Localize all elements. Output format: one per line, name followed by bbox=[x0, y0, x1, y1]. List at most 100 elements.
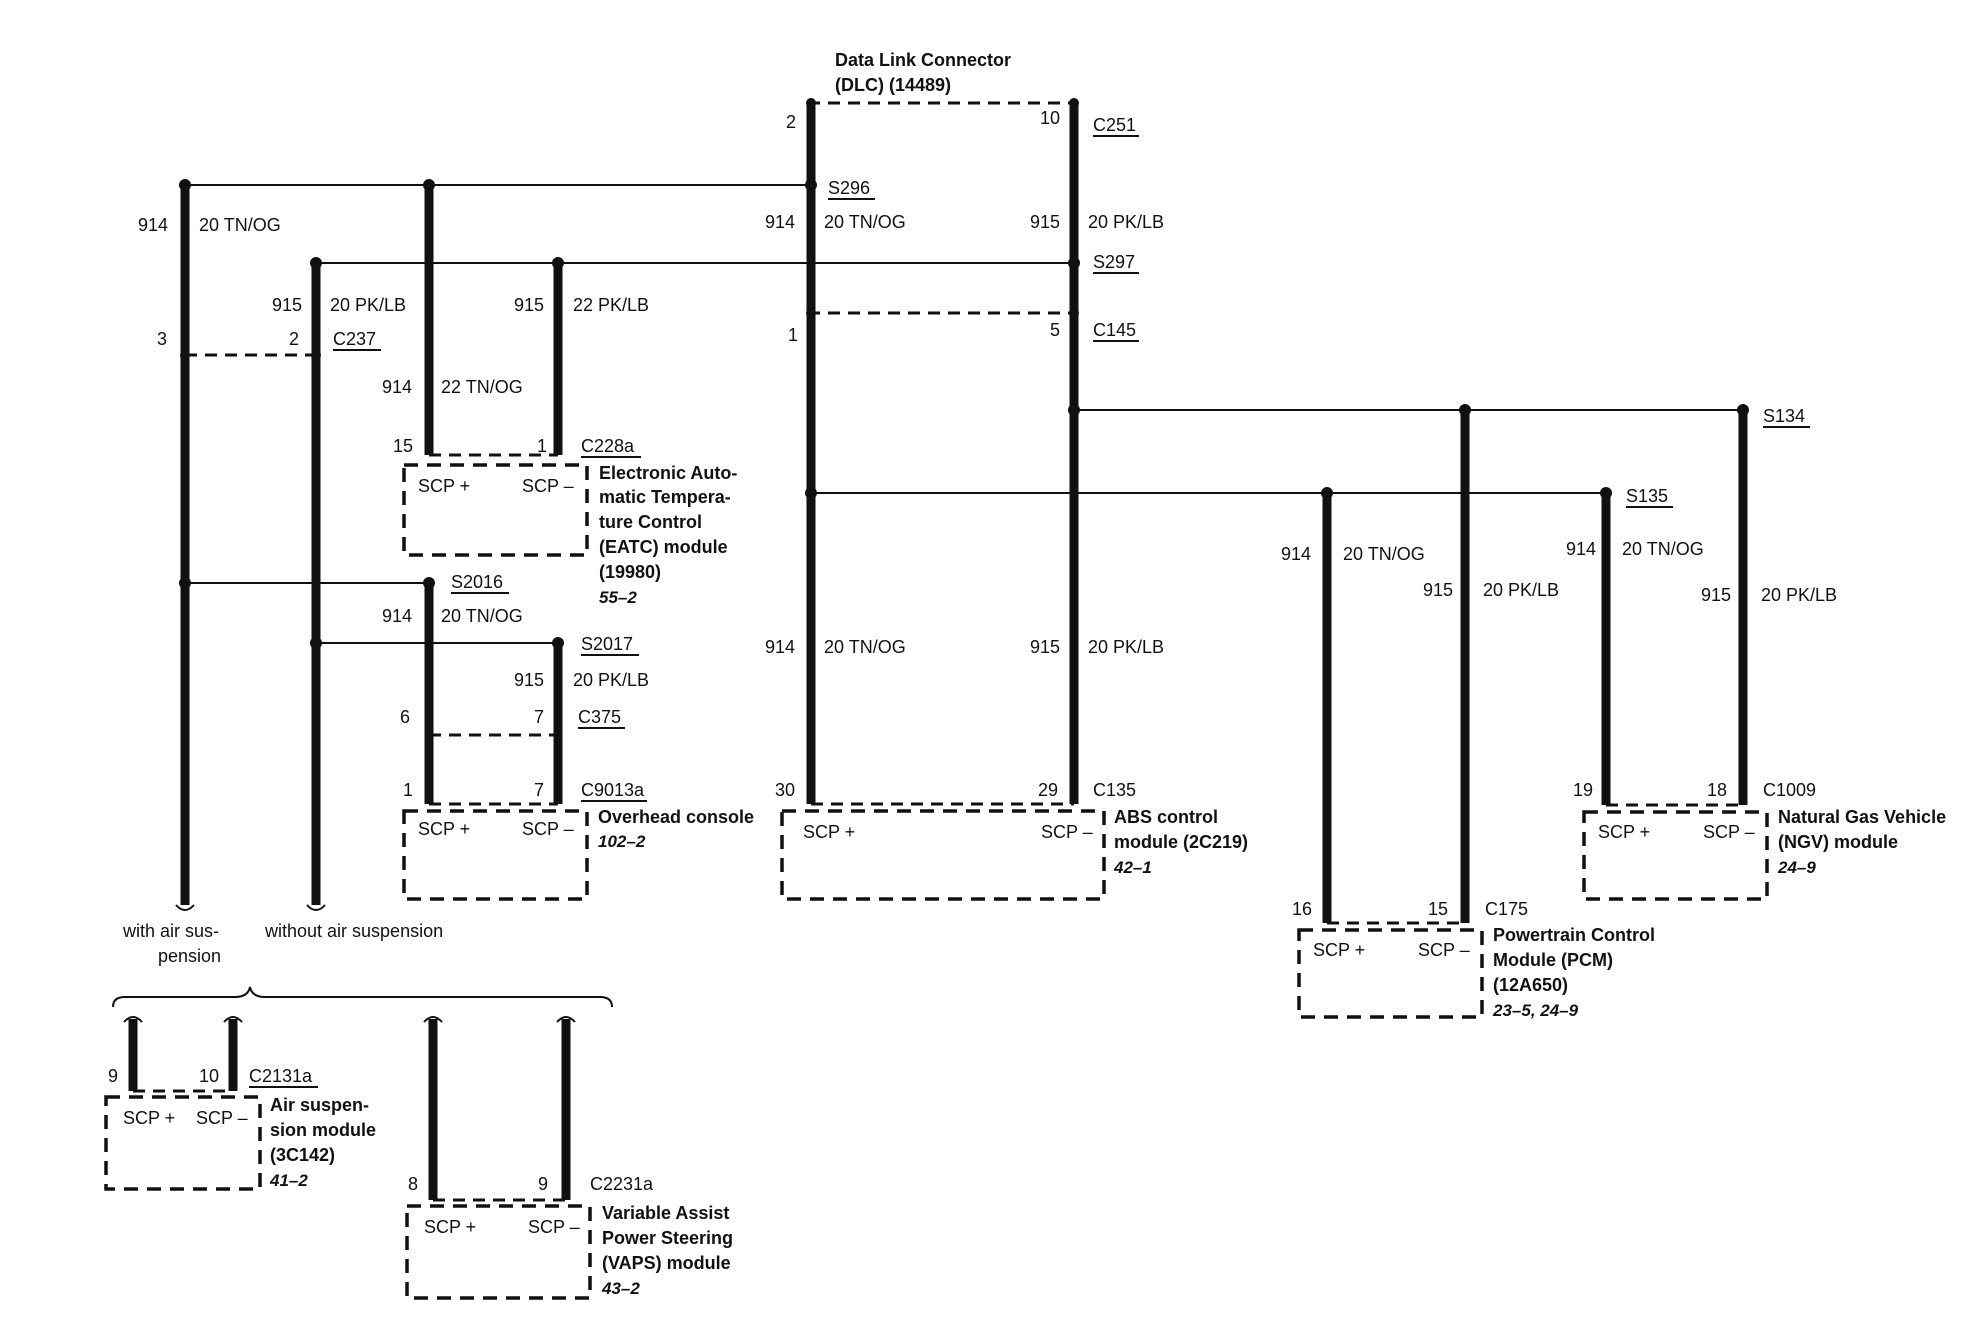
abs-ref: 42–1 bbox=[1113, 858, 1152, 877]
wire-914-label: 914 bbox=[765, 212, 795, 232]
wire-915-label: 915 bbox=[514, 670, 544, 690]
option-brace bbox=[112, 986, 613, 1008]
break-mark-air-914 bbox=[123, 1016, 143, 1023]
wire-914-label: 914 bbox=[382, 606, 412, 626]
dlc-title-line1: Data Link Connector bbox=[835, 50, 1011, 70]
scp-plus: SCP + bbox=[418, 819, 470, 839]
pcm-module-box bbox=[1297, 928, 1484, 1019]
scp-minus: SCP – bbox=[528, 1217, 580, 1237]
connector-pin-dot bbox=[806, 308, 816, 318]
abs-line-1: ABS control bbox=[1114, 807, 1218, 827]
connector-c237: C237 bbox=[333, 329, 376, 349]
pin-1: 1 bbox=[788, 325, 798, 345]
wire-color-pklb: 20 PK/LB bbox=[573, 670, 649, 690]
wire-color-tnog: 20 TN/OG bbox=[1622, 539, 1704, 559]
pin-15: 15 bbox=[393, 436, 413, 456]
pin-30: 30 bbox=[775, 780, 795, 800]
splice-dot bbox=[1459, 404, 1471, 416]
pin-10: 10 bbox=[199, 1066, 219, 1086]
wire-915-label: 915 bbox=[272, 295, 302, 315]
scp-plus: SCP + bbox=[1313, 940, 1365, 960]
wire-color-pklb-22: 22 PK/LB bbox=[573, 295, 649, 315]
connector-c228a: C228a bbox=[581, 436, 635, 456]
scp-minus: SCP – bbox=[1418, 940, 1470, 960]
splice-dot bbox=[552, 257, 564, 269]
connector-c2231a: C2231a bbox=[590, 1174, 654, 1194]
pin-7: 7 bbox=[534, 707, 544, 727]
wire-color-pklb: 20 PK/LB bbox=[330, 295, 406, 315]
wire-color-pklb: 20 PK/LB bbox=[1483, 580, 1559, 600]
eatc-line-2: matic Tempera- bbox=[599, 487, 731, 507]
wire-color-tnog: 20 TN/OG bbox=[824, 212, 906, 232]
splice-s296: S296 bbox=[828, 178, 870, 198]
vaps-line-2: Power Steering bbox=[602, 1228, 733, 1248]
connector-pin-dot bbox=[311, 350, 321, 360]
pin-9: 9 bbox=[538, 1174, 548, 1194]
scp-plus: SCP + bbox=[1598, 822, 1650, 842]
air-line-2: sion module bbox=[270, 1120, 376, 1140]
splice-dots bbox=[179, 98, 1749, 649]
wire-915-label: 915 bbox=[514, 295, 544, 315]
eatc-line-3: ture Control bbox=[599, 512, 702, 532]
wire-914-label: 914 bbox=[138, 215, 168, 235]
pin-10: 10 bbox=[1040, 108, 1060, 128]
wire-color-pklb: 20 PK/LB bbox=[1761, 585, 1837, 605]
break-mark-air-915 bbox=[223, 1016, 243, 1023]
abs-module-box bbox=[780, 809, 1106, 901]
splice-s297: S297 bbox=[1093, 252, 1135, 272]
vaps-line-1: Variable Assist bbox=[602, 1203, 729, 1223]
overhead-ref: 102–2 bbox=[598, 832, 646, 851]
overhead-line-1: Overhead console bbox=[598, 807, 754, 827]
wire-color-tnog: 20 TN/OG bbox=[441, 606, 523, 626]
wire-915-label: 915 bbox=[1701, 585, 1731, 605]
pin-7: 7 bbox=[534, 780, 544, 800]
pin-5: 5 bbox=[1050, 320, 1060, 340]
scp-plus: SCP + bbox=[424, 1217, 476, 1237]
eatc-line-5: (19980) bbox=[599, 562, 661, 582]
ngv-ref: 24–9 bbox=[1777, 858, 1816, 877]
wire-color-tnog: 20 TN/OG bbox=[824, 637, 906, 657]
splice-dot bbox=[805, 179, 817, 191]
wire-915-label: 915 bbox=[1423, 580, 1453, 600]
splice-dot bbox=[1068, 404, 1080, 416]
splice-s2016: S2016 bbox=[451, 572, 503, 592]
pcm-line-2: Module (PCM) bbox=[1493, 950, 1613, 970]
ngv-module-box bbox=[1582, 810, 1769, 901]
wire-color-tnog: 20 TN/OG bbox=[1343, 544, 1425, 564]
pin-1: 1 bbox=[403, 780, 413, 800]
note-without-air: without air suspension bbox=[264, 921, 443, 941]
pin-6: 6 bbox=[400, 707, 410, 727]
connector-c175: C175 bbox=[1485, 899, 1528, 919]
connector-c145: C145 bbox=[1093, 320, 1136, 340]
connector-pin-dot bbox=[806, 98, 816, 108]
splice-dot bbox=[1737, 404, 1749, 416]
pin-18: 18 bbox=[1707, 780, 1727, 800]
abs-line-2: module (2C219) bbox=[1114, 832, 1248, 852]
wire-914-label: 914 bbox=[382, 377, 412, 397]
connector-pin-dot bbox=[1069, 98, 1079, 108]
pcm-line-3: (12A650) bbox=[1493, 975, 1568, 995]
splice-dot bbox=[1321, 487, 1333, 499]
wire-color-pklb: 20 PK/LB bbox=[1088, 637, 1164, 657]
wire-914-label: 914 bbox=[1566, 539, 1596, 559]
splice-dot bbox=[310, 637, 322, 649]
eatc-ref: 55–2 bbox=[599, 588, 637, 607]
connector-c375: C375 bbox=[578, 707, 621, 727]
eatc-line-1: Electronic Auto- bbox=[599, 463, 737, 483]
wire-color-tnog-22: 22 TN/OG bbox=[441, 377, 523, 397]
scp-minus: SCP – bbox=[196, 1108, 248, 1128]
break-mark-914 bbox=[175, 904, 195, 911]
splice-dot bbox=[1600, 487, 1612, 499]
splice-dot bbox=[1068, 257, 1080, 269]
splice-s2017: S2017 bbox=[581, 634, 633, 654]
pin-16: 16 bbox=[1292, 899, 1312, 919]
scp-minus: SCP – bbox=[1703, 822, 1755, 842]
splice-dot bbox=[805, 487, 817, 499]
break-mark-vaps-914 bbox=[423, 1016, 443, 1023]
splice-dot bbox=[179, 179, 191, 191]
connector-c2131a: C2131a bbox=[249, 1066, 313, 1086]
wire-915-label: 915 bbox=[1030, 212, 1060, 232]
connector-c9013a: C9013a bbox=[581, 780, 645, 800]
note-with-air-line1: with air sus- bbox=[122, 921, 219, 941]
